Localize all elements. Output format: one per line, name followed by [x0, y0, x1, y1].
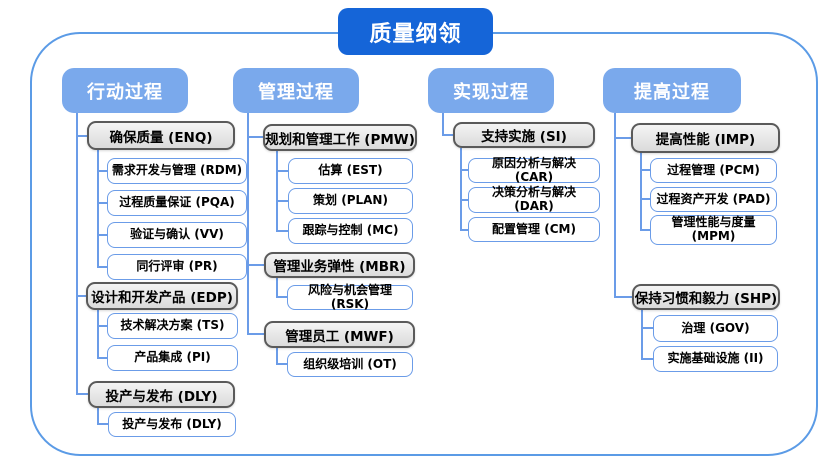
- process-group-edp: 设计和开发产品 (EDP): [86, 282, 238, 310]
- process-area-cm: 配置管理 (CM): [468, 217, 600, 242]
- connector: [641, 310, 643, 359]
- process-area-rdm: 需求开发与管理 (RDM): [107, 158, 247, 184]
- process-area-vv: 验证与确认 (VV): [107, 222, 247, 248]
- process-area-mc: 跟踪与控制 (MC): [288, 218, 413, 244]
- connector: [460, 199, 468, 201]
- process-area-plan: 策划 (PLAN): [288, 188, 413, 214]
- connector: [460, 229, 468, 231]
- process-group-si: 支持实施 (SI): [453, 122, 595, 148]
- connector: [640, 153, 642, 231]
- process-area-pqa: 过程质量保证 (PQA): [107, 190, 247, 216]
- connector: [97, 325, 107, 327]
- process-area-dly: 投产与发布 (DLY): [108, 412, 236, 437]
- process-group-enq: 确保质量 (ENQ): [87, 121, 235, 150]
- connector: [247, 136, 264, 138]
- connector: [76, 113, 78, 394]
- connector: [276, 296, 287, 298]
- process-area-mpm: 管理性能与度量 (MPM): [650, 215, 777, 245]
- process-area-ot: 组织级培训 (OT): [287, 352, 413, 377]
- process-area-pi: 产品集成 (PI): [107, 345, 238, 371]
- column-header-management-process: 管理过程: [233, 68, 359, 113]
- connector: [76, 295, 88, 297]
- connector: [460, 169, 468, 171]
- connector: [276, 200, 288, 202]
- connector: [97, 202, 107, 204]
- process-group-shp: 保持习惯和毅力 (SHP): [632, 284, 780, 310]
- connector: [641, 358, 653, 360]
- connector: [641, 327, 653, 329]
- connector: [97, 234, 107, 236]
- connector: [614, 113, 616, 297]
- process-area-dar: 决策分析与解决 (DAR): [468, 185, 600, 213]
- connector: [460, 148, 462, 230]
- connector: [97, 357, 107, 359]
- connector: [614, 296, 633, 298]
- connector: [247, 264, 265, 266]
- connector: [97, 310, 99, 358]
- connector: [442, 134, 454, 136]
- process-area-car: 原因分析与解决 (CAR): [468, 156, 600, 183]
- connector: [97, 266, 107, 268]
- connector: [640, 198, 650, 200]
- process-area-rsk: 风险与机会管理 (RSK): [287, 283, 413, 310]
- connector: [97, 408, 99, 425]
- connector: [97, 170, 107, 172]
- process-area-pr: 同行评审 (PR): [107, 254, 247, 280]
- process-area-ii: 实施基础设施 (II): [653, 346, 778, 372]
- process-area-est: 估算 (EST): [288, 158, 413, 184]
- column-header-improvement-process: 提高过程: [603, 68, 741, 113]
- connector: [276, 170, 288, 172]
- connector: [247, 333, 265, 335]
- process-group-mwf: 管理员工 (MWF): [264, 321, 415, 348]
- diagram-title: 质量纲领: [338, 8, 493, 55]
- connector: [247, 113, 249, 334]
- process-group-pmw: 规划和管理工作 (PMW): [263, 124, 417, 151]
- connector: [276, 363, 287, 365]
- connector: [76, 393, 89, 395]
- column-header-realization-process: 实现过程: [428, 68, 554, 113]
- process-area-gov: 治理 (GOV): [653, 315, 778, 342]
- column-header-action-process: 行动过程: [62, 68, 188, 113]
- connector: [276, 230, 288, 232]
- process-area-pcm: 过程管理 (PCM): [650, 158, 777, 183]
- connector: [442, 113, 444, 135]
- connector: [640, 169, 650, 171]
- process-group-dly: 投产与发布 (DLY): [88, 381, 235, 408]
- connector: [97, 150, 99, 267]
- connector: [276, 151, 278, 231]
- process-group-imp: 提高性能 (IMP): [631, 123, 780, 153]
- process-area-ts: 技术解决方案 (TS): [107, 313, 238, 339]
- connector: [276, 348, 278, 365]
- connector: [76, 135, 88, 137]
- process-group-mbr: 管理业务弹性 (MBR): [264, 252, 415, 278]
- connector: [276, 278, 278, 298]
- connector: [640, 229, 650, 231]
- connector: [614, 137, 632, 139]
- process-area-pad: 过程资产开发 (PAD): [650, 187, 777, 212]
- connector: [97, 423, 108, 425]
